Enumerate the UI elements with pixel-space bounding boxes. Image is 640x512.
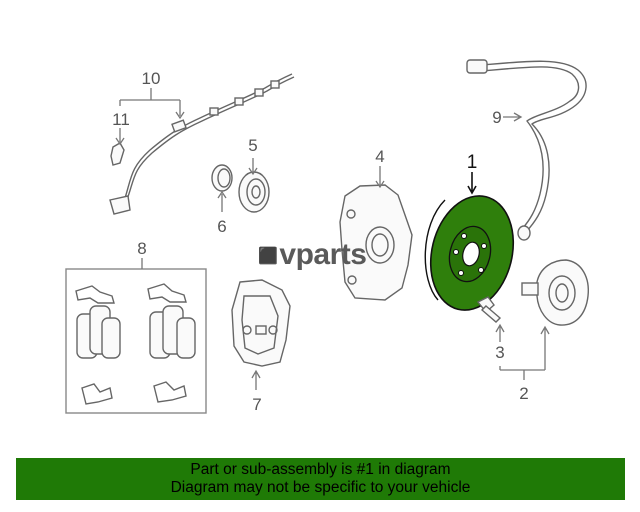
hub-bolt	[476, 296, 502, 323]
logo-mark-icon: ⬛	[258, 248, 278, 265]
callout-6: 6	[217, 217, 226, 236]
leader-7	[251, 369, 261, 390]
leader-9	[503, 112, 523, 122]
callout-1: 1	[467, 152, 478, 173]
leader-4	[375, 166, 385, 189]
abs-sensor-harness	[109, 73, 295, 215]
leader-2	[500, 325, 550, 380]
wheel-hub	[521, 259, 589, 326]
watermark-text: vparts	[279, 238, 367, 271]
brake-hose	[466, 59, 587, 241]
footer-line-1: Part or sub-assembly is #1 in diagram	[190, 461, 451, 478]
callout-4: 4	[375, 147, 384, 166]
brake-pad-kit	[65, 268, 207, 414]
wheel-bearing	[238, 171, 270, 213]
callout-11: 11	[112, 110, 130, 129]
callout-7: 7	[252, 395, 261, 414]
brake-rotor	[424, 195, 515, 311]
leader-10	[119, 99, 181, 116]
seal-ring	[211, 164, 233, 192]
leader-5	[248, 158, 258, 176]
callout-9: 9	[492, 108, 501, 127]
leader-11	[115, 128, 125, 146]
vparts-watermark-logo: ⬛vparts	[258, 238, 367, 272]
abs-bracket	[110, 142, 125, 166]
leader-6	[217, 190, 227, 212]
callout-5: 5	[248, 136, 257, 155]
callout-8: 8	[137, 239, 146, 258]
callout-3: 3	[495, 343, 504, 362]
footer-line-2: Diagram may not be specific to your vehi…	[170, 479, 471, 496]
footer-notice-banner: Part or sub-assembly is #1 in diagram Di…	[16, 458, 625, 500]
leader-1	[467, 172, 477, 195]
leader-3	[495, 323, 505, 370]
caliper-bracket	[231, 279, 291, 367]
steering-knuckle	[339, 184, 413, 301]
callout-2: 2	[519, 384, 528, 403]
callout-10: 10	[142, 69, 161, 88]
